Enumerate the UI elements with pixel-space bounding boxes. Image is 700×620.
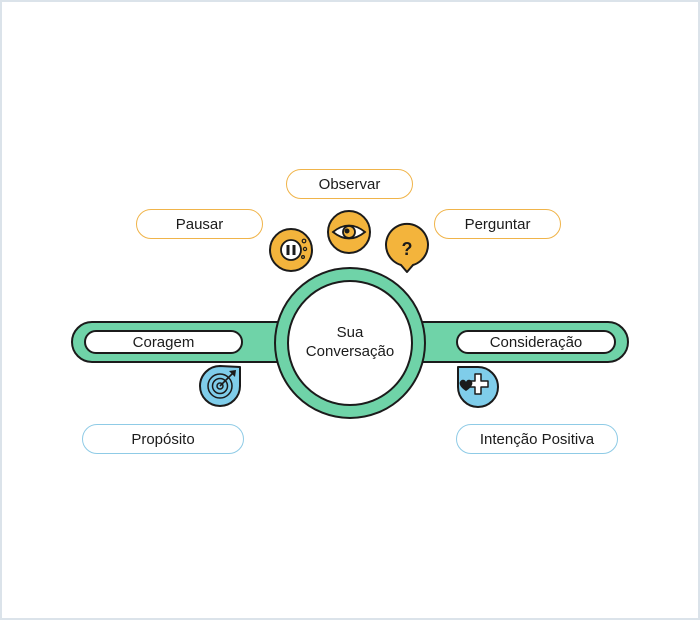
label-coragem: Coragem — [84, 330, 243, 354]
label-pausar: Pausar — [136, 209, 263, 239]
label-intencao-positiva: Intenção Positiva — [456, 424, 618, 454]
pause-icon — [269, 228, 313, 272]
center-label-line1: Sua — [336, 324, 364, 341]
center-label: Sua Conversação — [290, 323, 410, 361]
heart-plus-icon — [457, 366, 499, 408]
label-consideracao: Consideração — [456, 330, 616, 354]
center-ring — [274, 267, 426, 419]
question-bubble-icon: ? — [385, 222, 429, 273]
label-proposito: Propósito — [82, 424, 244, 454]
label-perguntar: Perguntar — [434, 209, 561, 239]
label-observar: Observar — [286, 169, 413, 199]
center-label-line2: Conversação — [305, 343, 395, 360]
target-icon — [199, 365, 241, 407]
svg-text:?: ? — [402, 239, 413, 259]
eye-icon — [327, 210, 371, 254]
